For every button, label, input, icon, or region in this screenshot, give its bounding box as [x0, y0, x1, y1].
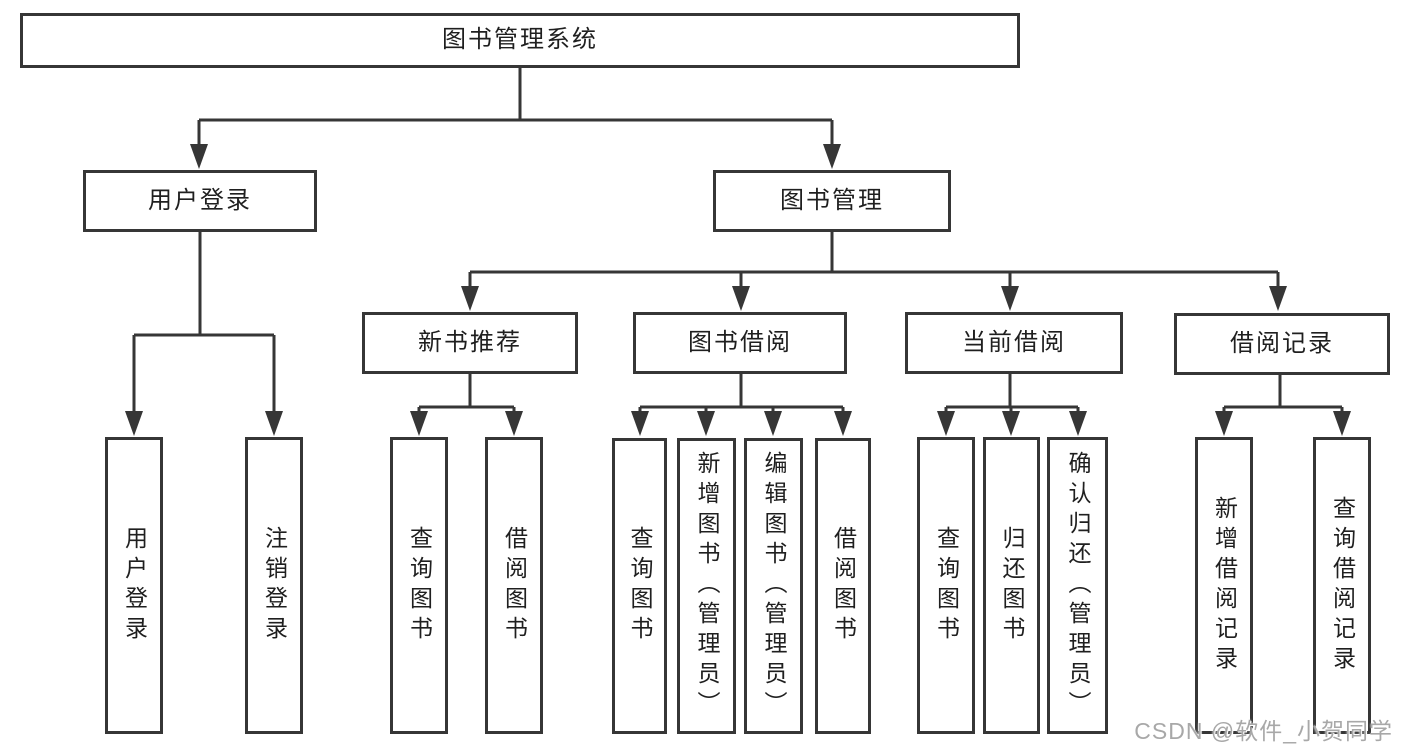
leaf-borrow-books: 借阅图书 — [815, 438, 871, 734]
node-new-book-recommendation: 新书推荐 — [362, 312, 578, 374]
node-current-borrowing: 当前借阅 — [905, 312, 1123, 374]
leaf-add-books-admin: 新增图书（管理员） — [677, 438, 736, 734]
leaf-query-books-recommend: 查询图书 — [390, 437, 448, 734]
node-book-management-module: 图书管理 — [713, 170, 951, 232]
node-library-management-system: 图书管理系统 — [20, 13, 1020, 68]
arrowheads — [125, 144, 1351, 436]
csdn-watermark: CSDN @软件_小贺同学 — [1134, 718, 1393, 744]
leaf-query-borrow-record: 查询借阅记录 — [1313, 437, 1371, 734]
node-user-login-module: 用户登录 — [83, 170, 317, 232]
leaf-query-books-borrowing: 查询图书 — [612, 438, 667, 734]
leaf-query-books-current: 查询图书 — [917, 437, 975, 734]
node-borrowing-records: 借阅记录 — [1174, 313, 1390, 375]
leaf-edit-books-admin: 编辑图书（管理员） — [744, 438, 803, 734]
leaf-add-borrow-record: 新增借阅记录 — [1195, 437, 1253, 734]
leaf-user-login: 用户登录 — [105, 437, 163, 734]
leaf-borrow-books-recommend: 借阅图书 — [485, 437, 543, 734]
leaf-logout: 注销登录 — [245, 437, 303, 734]
node-book-borrowing: 图书借阅 — [633, 312, 847, 374]
leaf-return-books: 归还图书 — [983, 437, 1040, 734]
leaf-confirm-return-admin: 确认归还（管理员） — [1047, 437, 1108, 734]
